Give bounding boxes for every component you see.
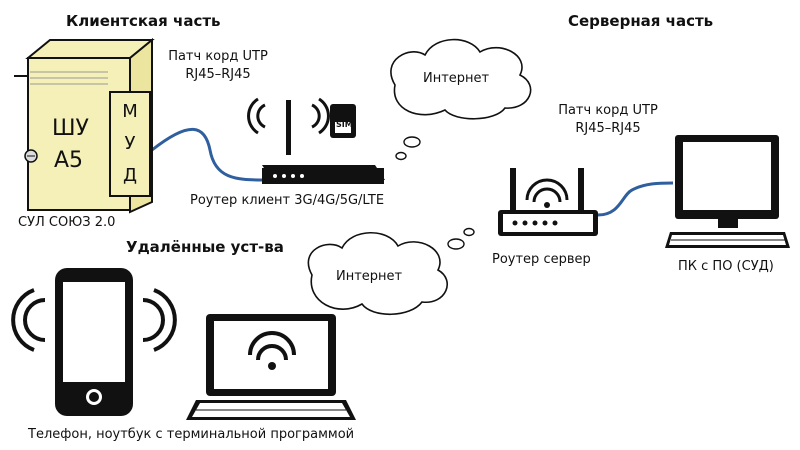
cabinet-label-shu: ШУ xyxy=(52,116,89,141)
cable-router-pc xyxy=(597,181,674,217)
cabinet-module-label: М У Д xyxy=(122,101,138,186)
patch-cord-label-server: Патч корд UTP RJ45–RJ45 xyxy=(558,103,658,136)
phone xyxy=(11,268,177,416)
sim-label: SIM xyxy=(336,120,353,129)
cloud-top-label: Интернет xyxy=(423,71,490,86)
heading-remote-devices: Удалённые уст-ва xyxy=(126,238,284,256)
cabinet-caption: СУЛ СОЮЗ 2.0 xyxy=(18,215,116,230)
pc-label: ПК с ПО (СУД) xyxy=(678,259,774,274)
heading-server: Серверная часть xyxy=(568,12,714,30)
router-client-label: Роутер клиент 3G/4G/5G/LTE xyxy=(190,193,385,208)
cloud-internet-bottom xyxy=(307,227,475,315)
devices-caption: Телефон, ноутбук с терминальной программ… xyxy=(28,427,355,442)
cloud-internet-top xyxy=(390,38,532,161)
router-server xyxy=(498,168,598,236)
cable-cabinet-router xyxy=(151,127,264,182)
cabinet-label-a5: А5 xyxy=(54,148,84,173)
patch-cord-label-client: Патч корд UTP RJ45–RJ45 xyxy=(168,49,268,82)
router-server-label: Роутер сервер xyxy=(492,252,591,267)
laptop xyxy=(186,314,356,420)
heading-client: Клиентская часть xyxy=(66,12,221,30)
cloud-bottom-label: Интернет xyxy=(336,269,403,284)
pc xyxy=(665,135,790,248)
cabinet-shu-a5 xyxy=(14,37,155,214)
router-client xyxy=(247,97,385,184)
